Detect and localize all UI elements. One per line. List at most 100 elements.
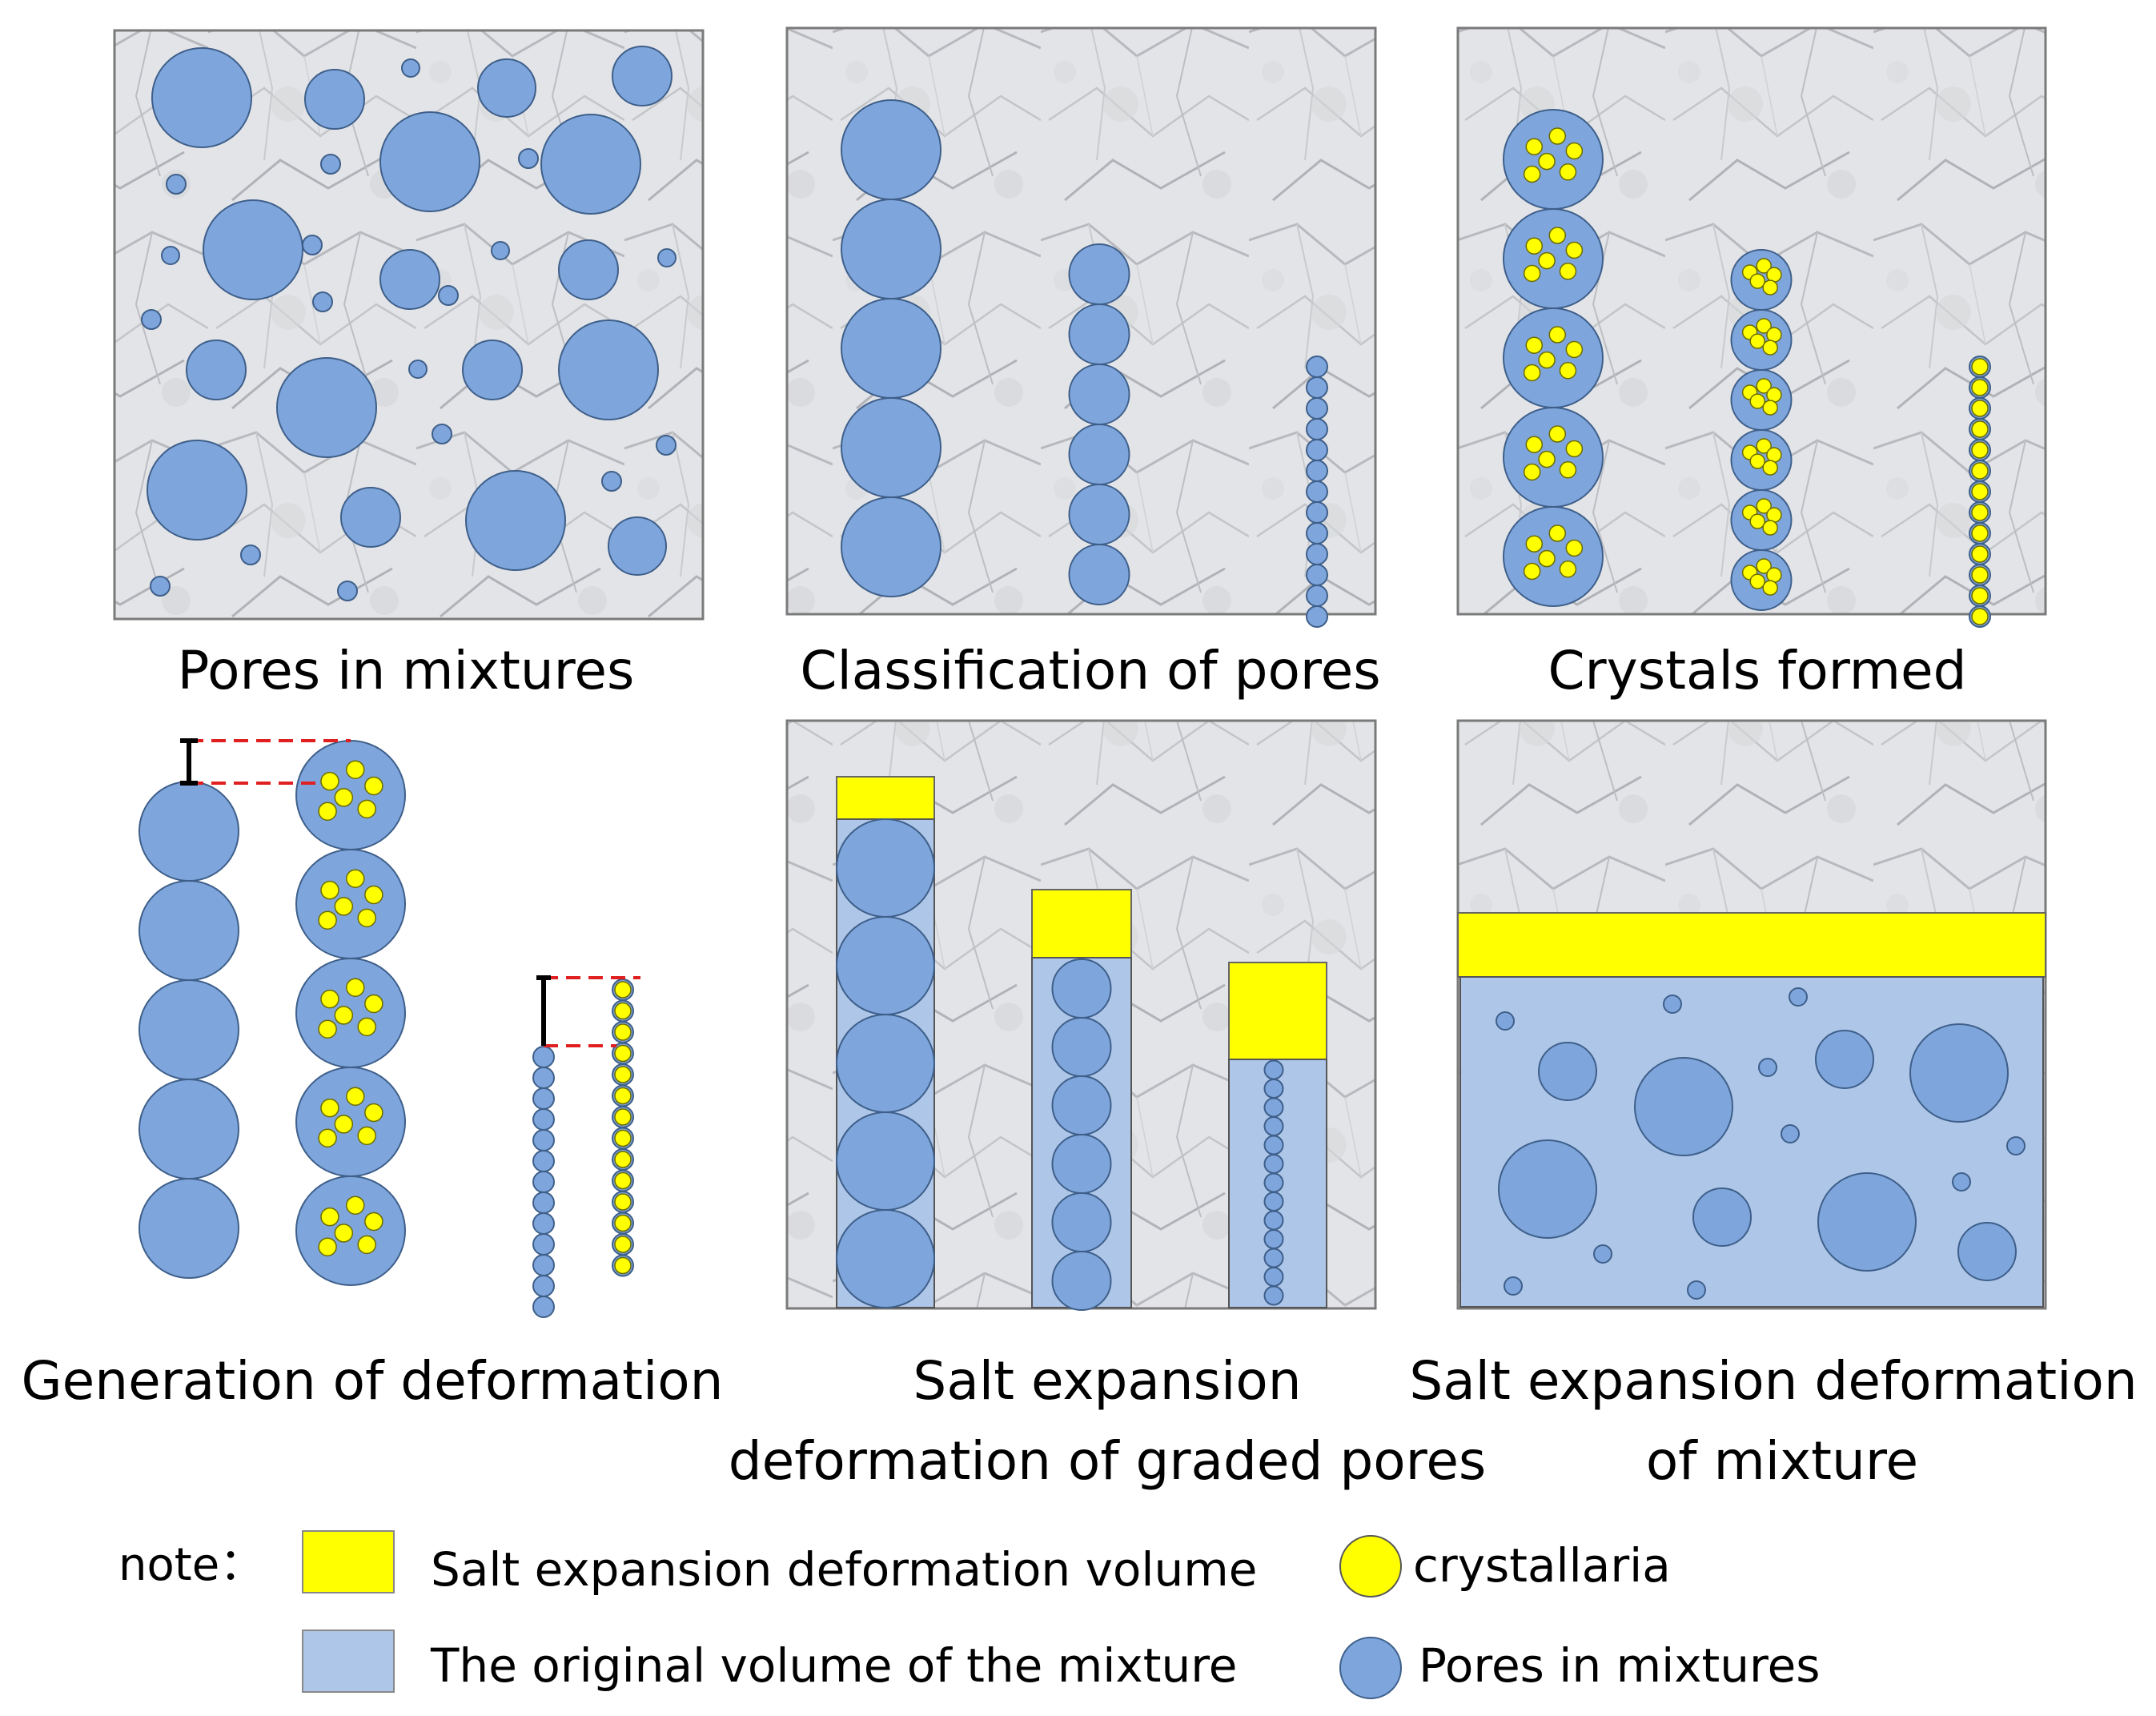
pore-circle [1815,1030,1874,1089]
pore-circle [304,69,365,130]
crystal-dot [318,1237,337,1256]
crystal-dot [1538,351,1556,369]
pore-circle [532,1046,555,1068]
pore-circle [1263,1229,1284,1249]
pore-circle [139,1178,239,1279]
pore-circle [841,496,941,597]
pore-circle [1496,1011,1515,1031]
crystal-dot [318,802,337,821]
crystal-dot [320,771,339,791]
crystal-dot [1523,264,1541,283]
salt-volume-block [1228,962,1327,1060]
pore-circle [401,58,420,78]
crystal-dot [320,1207,339,1227]
crystal-dot [1523,562,1541,581]
pore-circle [438,285,459,306]
caption-mixture-line2: of mixture [1646,1430,1918,1492]
pore-circle [1051,1192,1112,1252]
crystal-dot [1762,340,1778,356]
caption-classification-of-pores: Classification of pores [800,640,1380,701]
pore-circle [841,199,941,299]
pore-circle [532,1254,555,1276]
pore-circle [836,1111,935,1211]
pore-circle [532,1171,555,1193]
crystal-dot [346,760,365,779]
crystal-dot [614,1023,632,1041]
crystal-dot [1756,558,1772,574]
pore-circle [240,545,261,565]
crystal-dot [1762,520,1778,536]
pore-circle [1068,303,1130,365]
pore-circle [608,516,667,576]
crystal-dot [614,1066,632,1083]
pore-circle [1068,364,1130,425]
crystal-dot [614,981,632,999]
panel-graded-pores-expansion [785,719,1377,1311]
crystal-dot [1971,504,1989,521]
pore-circle [139,880,239,981]
crystal-dot [1565,241,1584,259]
pore-circle [841,99,941,200]
pore-circle [1051,958,1112,1019]
pore-circle [836,1209,935,1308]
crystal-dot [1971,545,1989,563]
crystal-dot [346,1196,365,1215]
pore-circle [612,46,672,106]
panel-generation-of-deformation [139,738,640,1318]
crystal-dot [1971,358,1989,376]
pore-circle [1263,1248,1284,1268]
legend-salt-volume-swatch [302,1530,395,1593]
pore-circle [1263,1097,1284,1118]
pore-circle [1306,439,1328,461]
crystal-dot [1559,263,1577,280]
crystal-dot [1756,318,1772,334]
crystal-dot [357,908,376,928]
crystal-dot [1762,460,1778,476]
crystal-dot [1971,566,1989,584]
crystal-dot [1525,535,1544,553]
crystal-dot [334,1224,354,1243]
pore-circle [1306,564,1328,586]
caption-graded-pores-line1: Salt expansion [913,1350,1301,1412]
legend-crystal-label: crystallaria [1413,1538,1671,1593]
crystal-dot [1565,142,1584,160]
pore-circle [1068,243,1130,305]
panel-mixture-expansion [1456,719,2047,1310]
caption-crystals-formed: Crystals formed [1548,640,1966,701]
pore-circle [1306,480,1328,503]
crystal-dot [1525,336,1544,354]
pore-circle [203,199,303,300]
pore-circle [1593,1244,1612,1264]
pore-circle [1504,1276,1523,1296]
salt-volume-block [836,776,935,820]
caption-generation-of-deformation: Generation of deformation [21,1350,723,1412]
pore-circle [139,1079,239,1179]
caption-pores-in-mixtures: Pores in mixtures [178,640,635,701]
crystal-dot [1971,462,1989,480]
legend-original-volume-label: The original volume of the mixture [430,1638,1238,1693]
pore-circle [1498,1139,1597,1239]
crystal-dot [1766,447,1782,463]
pore-circle [1263,1116,1284,1136]
pore-circle [186,340,247,400]
crystal-dot [1548,425,1567,443]
pore-circle [276,357,377,458]
crystal-dot [364,776,383,796]
pore-circle [1306,522,1328,545]
crystal-dot [1762,279,1778,295]
crystal-dot [357,1235,376,1255]
crystal-dot [346,978,365,997]
crystal-dot [614,1193,632,1211]
pore-circle [1687,1280,1706,1300]
pore-circle [141,309,162,330]
pore-circle [841,298,941,399]
crystal-dot [1766,267,1782,283]
crystal-dot [1971,608,1989,625]
pore-circle [1952,1172,1971,1192]
caption-graded-pores-line2: deformation of graded pores [729,1430,1487,1492]
pore-circle [1306,376,1328,399]
pore-circle [477,58,536,118]
crystal-dot [1749,393,1765,409]
pore-circle [408,360,428,379]
crystal-dot [614,1256,632,1275]
